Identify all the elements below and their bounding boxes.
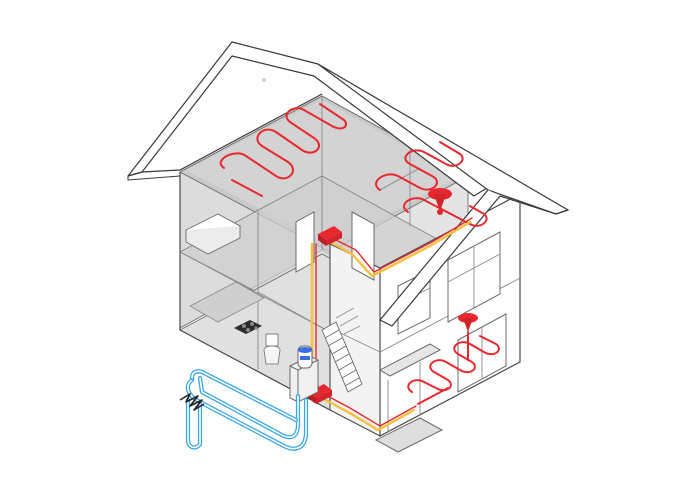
bathtub-icon — [185, 213, 241, 255]
thermostat-icon — [428, 188, 452, 215]
upper-floor-heating-loop-right — [375, 141, 488, 227]
staircase-icon — [321, 307, 363, 393]
distribution-manifold-icon — [318, 226, 342, 246]
window-upper-right — [447, 231, 501, 323]
upper-door-1 — [295, 211, 315, 273]
ground-break-icon — [179, 393, 205, 411]
lower-floor-heating-loop-icon — [407, 335, 500, 405]
upper-floor-heating-loop-icon — [219, 103, 348, 197]
heat-pump-icon — [289, 345, 319, 403]
hob-icon — [189, 281, 265, 334]
thermostat-lower — [458, 313, 478, 361]
house-structure — [179, 95, 521, 453]
toilet-icon — [263, 333, 281, 365]
upper-floor-surface — [186, 100, 460, 246]
front-porch — [374, 343, 444, 453]
roof-left-plane — [127, 41, 491, 197]
ground-loop-icon — [185, 369, 309, 451]
upper-door-2 — [351, 211, 375, 281]
